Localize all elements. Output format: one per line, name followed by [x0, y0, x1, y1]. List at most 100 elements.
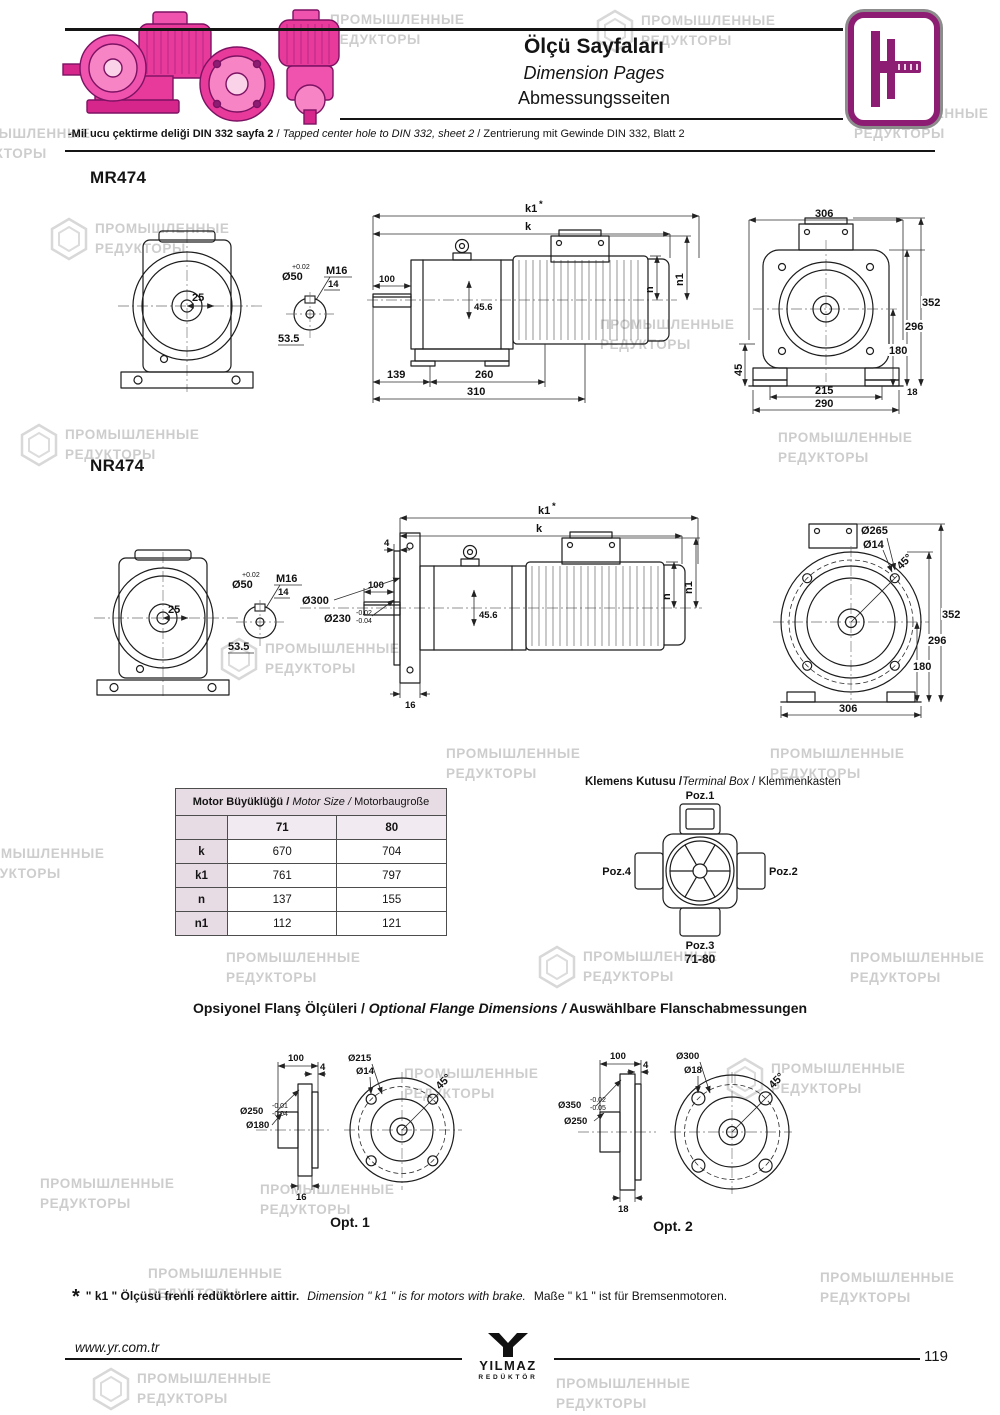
mr474-dim-k: k — [525, 221, 532, 233]
note-rule — [65, 150, 935, 152]
nr474-dim-296: 296 — [928, 635, 946, 647]
table-row: n 137 155 — [175, 887, 447, 912]
value-k-80: 704 — [336, 839, 447, 864]
mr474-dim-352: 352 — [922, 297, 940, 309]
motor-size-table: Motor Büyüklüğü / Motor Size / Motorbaug… — [175, 788, 447, 936]
nr474-dim-14: 14 — [278, 587, 289, 598]
mr474-dim-53-5: 53.5 — [278, 333, 299, 345]
terminal-size-range: 71-80 — [684, 952, 716, 966]
opt2-dia350-tol-upper: -0.02 — [590, 1097, 606, 1104]
nr474-shaft-diameter: Ø50 — [232, 579, 253, 591]
mr474-shaft-tolerance: +0.02 — [292, 264, 310, 271]
opt1-dia250-tol-lower: -0.04 — [272, 1111, 288, 1118]
opt2-label: Opt. 2 — [653, 1218, 693, 1234]
nr474-dim-k: k — [536, 523, 543, 535]
row-label-n: n — [175, 887, 228, 912]
mr474-dim-260: 260 — [475, 369, 493, 381]
value-k-71: 670 — [226, 839, 338, 864]
opt1-dim-100: 100 — [288, 1053, 304, 1064]
separator: / — [477, 128, 481, 140]
opt2-dim-dia18: Ø18 — [684, 1065, 702, 1076]
din-note-de: Zentrierung mit Gewinde DIN 332, Blatt 2 — [483, 128, 685, 140]
terminal-box-title: Klemens Kutusu /Terminal Box / Klemmenka… — [585, 776, 841, 788]
section-title-mr474: MR474 — [90, 168, 147, 187]
table-col-71: 71 — [226, 815, 338, 840]
poz4-label: Poz.4 — [602, 866, 632, 878]
table-row: k 670 704 — [175, 839, 447, 864]
product-photo-gearmotors — [62, 9, 340, 125]
page-title-en: Dimension Pages — [523, 63, 665, 84]
page-title-tr: Ölçü Sayfaları — [523, 35, 665, 58]
nr474-dia230-tol-upper: -0.02 — [356, 610, 372, 617]
mr474-dim-k1: k1 — [525, 203, 537, 215]
row-label-k: k — [175, 839, 228, 864]
brand-name: YILMAZ — [479, 1358, 537, 1373]
footnote-de: Maße " k1 " ist für Bremsenmotoren. — [533, 1289, 728, 1303]
opt2-dim-18: 18 — [618, 1204, 629, 1215]
opt1-dim-16: 16 — [296, 1192, 307, 1203]
website-url: www.yr.com.tr — [75, 1340, 160, 1355]
nr474-dim-306: 306 — [839, 703, 857, 715]
footnote-tr: " k1 " Ölçüsü frenli redüktörlere aittir… — [85, 1289, 300, 1303]
mr474-shaft-thread: M16 — [326, 265, 347, 277]
nr474-dim-k1: k1 — [538, 505, 550, 517]
nr474-dim-352: 352 — [942, 609, 960, 621]
poz2-label: Poz.2 — [769, 866, 798, 878]
table-row: n1 112 121 — [175, 911, 447, 936]
opt2-dim-100: 100 — [610, 1051, 626, 1062]
opt1-dim-dia215: Ø215 — [348, 1053, 372, 1064]
row-label-k1: k1 — [175, 863, 228, 888]
page-number: 119 — [924, 1348, 948, 1365]
nr474-dim-dia300: Ø300 — [302, 595, 329, 607]
mr474-dim-215: 215 — [815, 385, 833, 397]
mr474-dim-310: 310 — [467, 386, 485, 398]
footnote-en: Dimension " k1 " is for motors with brak… — [307, 1289, 526, 1303]
opt2-dim-dia250: Ø250 — [564, 1116, 587, 1127]
mr474-dim-45: 45 — [733, 364, 745, 376]
nr474-dim-100: 100 — [368, 580, 384, 591]
caliper-icon-box — [848, 12, 940, 126]
page-title-de: Abmessungsseiten — [517, 87, 671, 108]
mr474-dim-306: 306 — [815, 208, 833, 220]
mr474-back-view: 306 352 296 180 45 — [733, 208, 947, 414]
nr474-dim-dia14: Ø14 — [863, 539, 885, 551]
value-n-80: 155 — [336, 887, 447, 912]
din-note-tr: -Mil ucu çektirme deliği DIN 332 sayfa 2 — [68, 128, 274, 140]
opt2-dim-dia300: Ø300 — [676, 1051, 699, 1062]
mr474-dim-14: 14 — [328, 279, 339, 290]
footnote: *" k1 " Ölçüsü frenli redüktörlere aitti… — [72, 1286, 727, 1309]
separator: / — [276, 128, 280, 140]
page-title-block: Ölçü Sayfaları Dimension Pages Abmessung… — [340, 33, 848, 110]
mr474-shaft-end-detail: +0.02 Ø50 M16 14 53.5 — [278, 264, 352, 346]
opt2-dim-dia350: Ø350 — [558, 1100, 581, 1111]
nr474-dim-dia265: Ø265 — [861, 525, 888, 537]
value-k1-80: 797 — [336, 863, 447, 888]
section-title-nr474: NR474 — [90, 456, 145, 475]
nr474-shaft-end-detail: +0.02 Ø50 M16 14 53.5 — [228, 572, 302, 654]
opt2-dia350-tol-lower: -0.05 — [590, 1105, 606, 1112]
value-n1-71: 112 — [226, 911, 338, 936]
value-n1-80: 121 — [336, 911, 447, 936]
mr474-side-view: k1 * k 100 45.6 139 260 310 — [367, 199, 700, 403]
poz1-label: Poz.1 — [686, 790, 715, 802]
opt1-dim-dia14: Ø14 — [356, 1066, 375, 1077]
yilmaz-logo: YILMAZ REDÜKTÖR — [462, 1330, 554, 1384]
flange-opt2-drawing: 100 4 Ø350 -0.02 -0.05 Ø250 18 45° Ø300 … — [558, 1051, 792, 1215]
nr474-dim-16: 16 — [405, 700, 416, 711]
nr474-dim-n1: n1 — [683, 581, 695, 594]
mr474-dim-25: 25 — [192, 292, 204, 304]
mr474-dim-n: n — [644, 286, 656, 293]
nr474-back-view: 45° Ø265 Ø14 352 296 180 306 — [773, 523, 968, 718]
opt1-label: Opt. 1 — [330, 1214, 370, 1230]
brand-subtitle: REDÜKTÖR — [478, 1374, 538, 1381]
nr474-shaft-tolerance: +0.02 — [242, 572, 260, 579]
row-label-n1: n1 — [175, 911, 228, 936]
opt2-dim-4: 4 — [643, 1060, 649, 1071]
table-row: k1 761 797 — [175, 863, 447, 888]
mr474-dim-139: 139 — [387, 369, 405, 381]
din-note: -Mil ucu çektirme deliği DIN 332 sayfa 2… — [68, 128, 685, 140]
optional-flange-title: Opsiyonel Flanş Ölçüleri / Optional Flan… — [192, 1000, 808, 1016]
caliper-icon — [871, 31, 921, 107]
mr474-dim-290: 290 — [815, 398, 833, 410]
